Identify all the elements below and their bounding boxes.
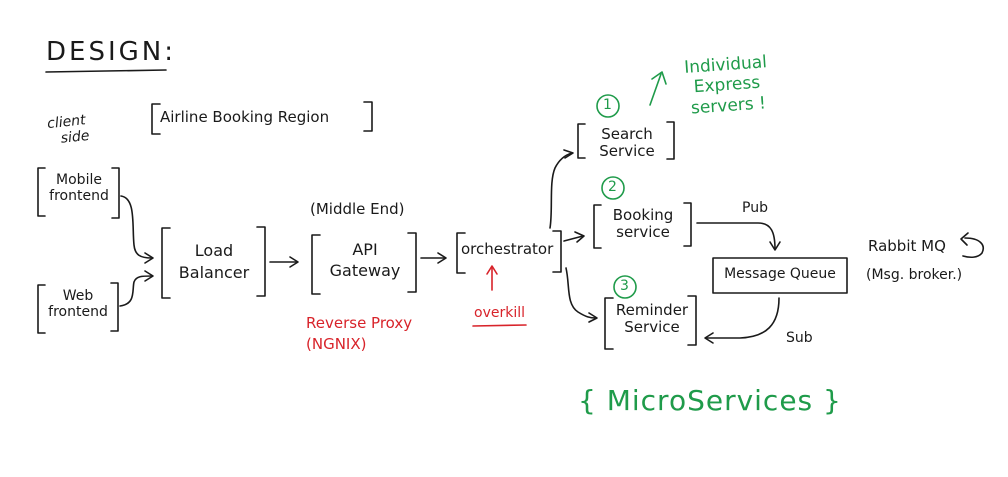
lb-bracket-right	[256, 226, 266, 297]
reminder-bracket-right	[687, 295, 697, 346]
mobile-frontend-node: Mobile frontend	[44, 172, 114, 204]
search-service-node: Search Service	[584, 125, 670, 161]
overkill-label: overkill	[474, 305, 525, 321]
booking-line2: service	[616, 223, 670, 242]
orch-bracket-left	[456, 232, 466, 274]
web-bracket-right	[110, 282, 119, 332]
web-bracket-left	[37, 284, 46, 334]
orch-bracket-right	[552, 230, 562, 273]
reminder-line1: Reminder	[615, 301, 689, 319]
title-underline	[45, 69, 167, 73]
web-frontend-node: Web frontend	[43, 288, 113, 320]
message-queue-node: Message Queue	[724, 266, 836, 282]
api-bracket-left	[311, 234, 321, 295]
booking-line1: Booking	[612, 206, 674, 224]
rabbit-mq-label: Rabbit MQ	[868, 237, 946, 255]
api-bracket-right	[407, 232, 417, 293]
reverse-proxy-line1: Reverse Proxy	[306, 314, 413, 332]
num2-circle	[601, 176, 625, 200]
search-bracket-right	[666, 121, 675, 160]
num1: 1	[603, 97, 612, 113]
arrow-orch-reminder	[565, 267, 597, 319]
reminder-bracket-left	[604, 297, 614, 350]
lb-line2: Balancer	[178, 262, 250, 282]
arrow-orch-booking	[563, 235, 584, 242]
booking-bracket-right	[683, 202, 692, 247]
region-bracket-left	[151, 103, 161, 135]
orchestrator-node: orchestrator	[461, 240, 554, 258]
reverse-proxy-label: Reverse Proxy (NGNIX)	[306, 313, 412, 355]
mobile-bracket-left	[37, 167, 46, 217]
message-queue-box	[712, 257, 848, 294]
search-bracket-left	[577, 123, 586, 159]
arrow-pub	[696, 222, 776, 250]
load-balancer-node: Load Balancer	[168, 240, 260, 283]
reverse-proxy-line2: (NGNIX)	[306, 335, 367, 353]
page-title: DESIGN:	[46, 37, 176, 67]
search-line2: Service	[599, 142, 655, 161]
num1-circle	[596, 94, 620, 118]
middle-end-label: (Middle End)	[310, 200, 405, 218]
msg-broker-label: (Msg. broker.)	[866, 267, 963, 283]
lb-line1: Load	[194, 241, 234, 260]
arrow-sub	[705, 297, 780, 339]
num3-circle	[613, 275, 637, 299]
lb-bracket-left	[161, 227, 171, 299]
booking-bracket-left	[593, 204, 602, 249]
search-line1: Search	[601, 125, 653, 143]
client-side-line2: side	[60, 127, 91, 147]
reminder-line2: Service	[624, 318, 680, 337]
api-gateway-node: API Gateway	[318, 240, 412, 282]
api-line2: Gateway	[329, 260, 401, 280]
mobile-bracket-right	[111, 167, 120, 219]
sub-label: Sub	[786, 330, 813, 346]
pub-label: Pub	[742, 200, 768, 216]
reminder-service-node: Reminder Service	[610, 301, 694, 337]
num2: 2	[608, 179, 617, 195]
mobile-line1: Mobile	[56, 172, 102, 188]
client-side-label: client side	[46, 112, 90, 148]
mobile-line2: frontend	[49, 188, 109, 205]
individual-express-label: Individual Express servers !	[670, 51, 784, 120]
region-bracket-right	[363, 101, 373, 132]
api-line1: API	[352, 240, 378, 259]
microservices-label: { MicroServices }	[578, 384, 842, 417]
num3: 3	[620, 278, 629, 294]
arrow-web-lb	[119, 275, 153, 307]
individual-arrow	[649, 73, 662, 106]
booking-service-node: Booking service	[600, 206, 686, 242]
web-line2: frontend	[48, 304, 108, 321]
overkill-underline	[472, 324, 527, 327]
rabbit-arrow	[962, 237, 984, 259]
region-label: Airline Booking Region	[160, 108, 330, 126]
arrow-orch-search	[549, 152, 573, 229]
arrow-mobile-lb	[120, 195, 153, 259]
web-line1: Web	[62, 288, 94, 304]
